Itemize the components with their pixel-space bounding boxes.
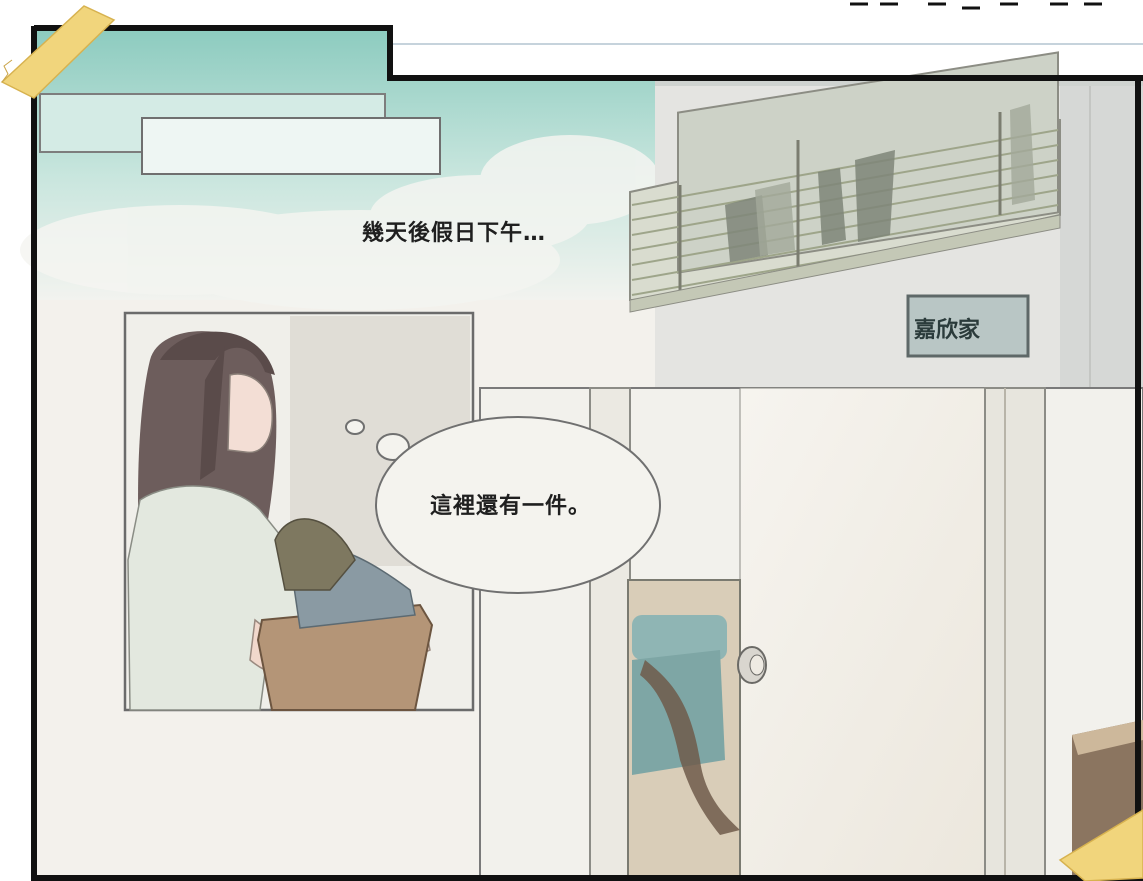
bed-pillow — [632, 615, 727, 660]
door-frame-right — [984, 387, 1046, 881]
top-right-marks — [850, 2, 1102, 10]
door-sign-plate — [906, 294, 1030, 358]
thought-bubble — [345, 416, 661, 594]
barred-window — [629, 51, 1061, 313]
door-leaf — [739, 387, 986, 881]
building-pillar — [1060, 78, 1143, 398]
door-sign-text: 嘉欣家 — [914, 318, 981, 343]
sleeping-legs — [640, 660, 740, 835]
girl-illustration — [127, 331, 434, 711]
caption-box-front — [141, 117, 441, 175]
clouds — [20, 135, 660, 310]
thought-bubble-text: 這裡還有一件。 — [430, 494, 592, 519]
panel-frame-top — [34, 25, 1143, 81]
caption-text: 幾天後假日下午… — [362, 221, 547, 246]
tape-bottom-right — [1058, 809, 1143, 881]
tape-top-left — [0, 5, 116, 99]
